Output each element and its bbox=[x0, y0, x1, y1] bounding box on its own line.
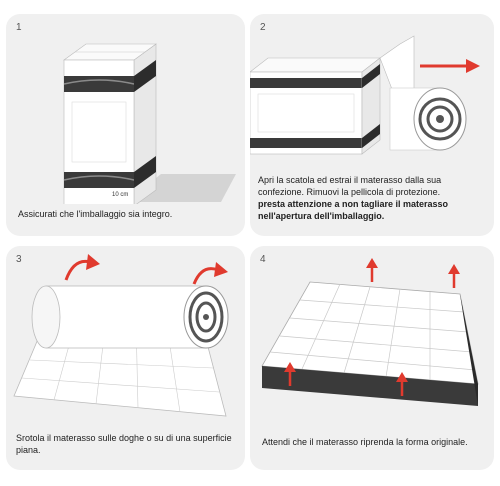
step-number: 2 bbox=[260, 22, 266, 33]
step-2-panel: 2 Apri la scatola ed estrai il materasso… bbox=[250, 14, 494, 236]
arrow-icon bbox=[284, 362, 296, 386]
step-number: 1 bbox=[16, 22, 22, 33]
arrow-icon bbox=[448, 264, 460, 288]
box-icon bbox=[63, 43, 236, 204]
step-1-panel: 1 10 cm Assicurati che l'imballaggio sia… bbox=[6, 14, 245, 236]
step-number: 3 bbox=[16, 254, 22, 265]
arrow-icon bbox=[396, 372, 408, 396]
step-4-caption: Attendi che il materasso riprenda la for… bbox=[262, 437, 468, 447]
step-4-panel: 4 Attendi che il mate bbox=[250, 246, 494, 470]
step-2-caption-warning: presta attenzione a non tagliare il mate… bbox=[258, 199, 449, 221]
arrow-icon bbox=[366, 258, 378, 282]
step-3-panel: 3 Srotola il materasso sulle doghe o su … bbox=[6, 246, 245, 470]
arrow-icon bbox=[64, 254, 100, 281]
box-size-label: 10 cm bbox=[112, 192, 129, 198]
arrow-icon bbox=[192, 262, 228, 285]
quilted-mattress-icon bbox=[261, 258, 479, 406]
open-box-illustration bbox=[250, 35, 480, 155]
step-2-caption-normal: Apri la scatola ed estrai il materasso d… bbox=[258, 175, 442, 197]
unroll-mattress-illustration bbox=[13, 254, 229, 417]
step-2-caption: Apri la scatola ed estrai il materasso d… bbox=[258, 174, 488, 222]
rolled-mattress-icon bbox=[389, 87, 467, 151]
step-number: 4 bbox=[260, 254, 266, 265]
step-1-caption: Assicurati che l'imballaggio sia integro… bbox=[18, 209, 173, 219]
arrow-icon bbox=[420, 59, 480, 73]
step-3-caption: Srotola il materasso sulle doghe o su di… bbox=[16, 433, 232, 455]
